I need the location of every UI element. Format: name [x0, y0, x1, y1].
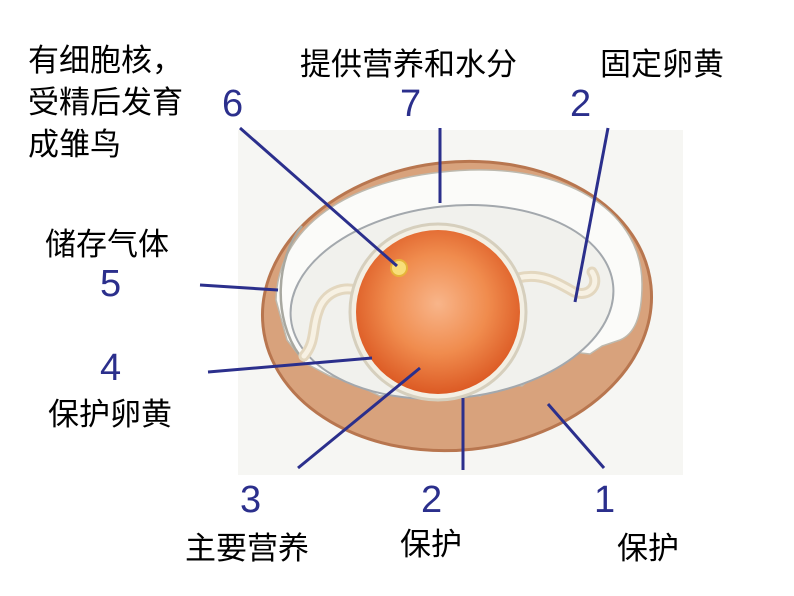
- pointer-line-6: [239, 126, 398, 268]
- pointer-line-1: [546, 403, 606, 469]
- label-top-center: 提供营养和水分: [300, 47, 517, 83]
- label-bottom-center: 保护: [400, 527, 462, 563]
- pointer-line-3: [297, 366, 421, 470]
- yolk: [356, 230, 520, 394]
- label-top-left-line-3: 成雏鸟: [28, 127, 121, 163]
- pointer-line-5: [199, 283, 279, 292]
- label-top-left-line-1: 有细胞核，: [28, 43, 183, 79]
- number-bottom-right: 1: [594, 479, 616, 521]
- number-left-lower: 4: [100, 347, 122, 389]
- pointer-line-2-top: [573, 127, 610, 303]
- label-left-lower: 保护卵黄: [48, 397, 172, 433]
- number-top-center: 7: [400, 83, 422, 125]
- chalaza-left-highlight: [301, 286, 365, 359]
- label-top-left-line-2: 受精后发育: [28, 85, 183, 121]
- number-bottom-left: 3: [240, 479, 262, 521]
- air-cell-membrane: [279, 225, 303, 357]
- label-left-upper: 储存气体: [45, 227, 169, 263]
- pointer-line-4: [207, 356, 373, 374]
- label-top-left: 有细胞核， 受精后发育 成雏鸟: [28, 40, 183, 166]
- label-bottom-right: 保护: [617, 531, 679, 567]
- number-bottom-center: 2: [421, 479, 443, 521]
- number-top-right: 2: [570, 83, 592, 125]
- label-bottom-left: 主要营养: [185, 531, 309, 567]
- chalaza-right-highlight: [515, 269, 598, 296]
- number-left-upper: 5: [100, 263, 122, 305]
- number-top-left: 6: [222, 83, 244, 125]
- label-top-right: 固定卵黄: [600, 47, 724, 83]
